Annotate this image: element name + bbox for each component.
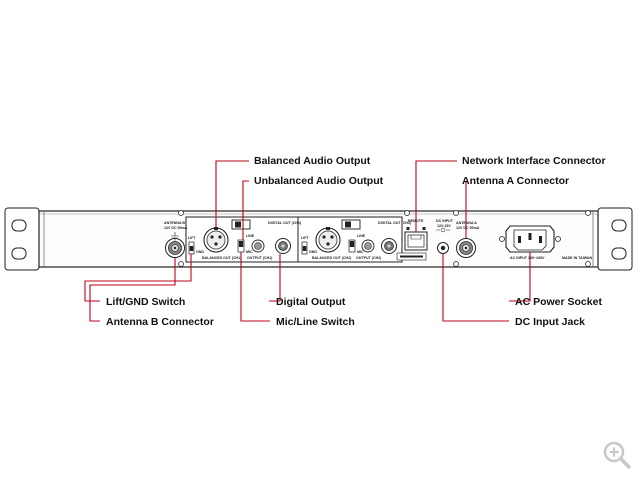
label-antenna-b: ANTENNA B [164, 221, 186, 225]
leader-dc-input [442, 254, 509, 322]
callout-mic-line-switch: Mic/Line Switch [276, 316, 355, 328]
label-dc-input: DC INPUT [436, 219, 453, 223]
label-mic-ch1: MIC [246, 250, 253, 254]
leader-digital-output [269, 254, 281, 302]
callout-antenna-a-connector: Antenna A Connector [462, 175, 570, 187]
chassis-screw [178, 210, 591, 267]
label-gnd-ch1: GND [196, 250, 204, 254]
xlr-latch-ch1[interactable] [231, 219, 251, 230]
balanced-xlr-output-ch1[interactable] [203, 227, 229, 253]
label-ac-input: AC INPUT 100~240V [510, 256, 545, 260]
leader-lines [84, 160, 531, 322]
label-output-ch2: OUTPUT (CH2) [356, 256, 382, 260]
mic-line-switch-ch2[interactable] [348, 239, 356, 253]
label-dc-input-spec: 12V-15V [437, 224, 451, 228]
lift-gnd-switch-ch1[interactable] [188, 241, 195, 255]
label-antenna-a-spec: 12V DC 50mA [456, 226, 480, 230]
label-digital-out-ch1: DIGITAL OUT (CH1) [268, 221, 302, 225]
label-line-ch2: LINE [357, 234, 366, 238]
xlr-latch-ch2[interactable] [341, 219, 361, 230]
label-output-ch1: OUTPUT (CH1) [247, 256, 273, 260]
label-balanced-out-ch2: BALANCED OUT (CH2) [312, 256, 352, 260]
magnifier-plus-icon[interactable] [602, 440, 632, 470]
leader-mic-line [240, 252, 270, 322]
label-antenna-a: ANTENNA A [456, 221, 477, 225]
leader-balanced-audio-output [215, 160, 249, 228]
left-rack-ear [4, 207, 40, 271]
callout-network-interface-connector: Network Interface Connector [462, 155, 606, 167]
dc-polarity-icon [436, 227, 450, 233]
warning-label [396, 252, 427, 261]
ground-symbol-icon [171, 232, 179, 241]
label-made-in: MADE IN TAIWAN [562, 256, 593, 260]
label-line-ch1: LINE [246, 234, 255, 238]
label-remote: REMOTE [408, 219, 424, 223]
digital-output-ch1[interactable] [275, 238, 291, 254]
leader-antenna-b [89, 258, 176, 322]
label-mic-ch2: MIC [357, 250, 364, 254]
digital-output-ch2[interactable] [381, 238, 397, 254]
callout-balanced-audio-output: Balanced Audio Output [254, 155, 371, 167]
dc-input-jack[interactable] [437, 242, 449, 254]
antenna-a-connector[interactable] [456, 238, 476, 258]
callout-antenna-b-connector: Antenna B Connector [106, 316, 214, 328]
callout-lift-gnd-switch: Lift/GND Switch [106, 296, 186, 308]
leader-network-interface [415, 160, 457, 232]
leader-ac-power [509, 252, 531, 302]
antenna-b-connector[interactable] [165, 238, 185, 258]
leader-unbalanced-audio-output [242, 180, 249, 240]
ac-power-socket[interactable] [499, 225, 561, 253]
label-digital-out-ch2: DIGITAL OUT (CH2) [378, 221, 412, 225]
label-gnd-ch2: GND [309, 250, 317, 254]
right-rack-ear [597, 207, 633, 271]
mic-line-switch-ch1[interactable] [237, 239, 245, 253]
label-antenna-b-spec: 12V DC 50mA [164, 226, 188, 230]
callout-dc-input-jack: DC Input Jack [515, 316, 586, 328]
callout-unbalanced-audio-output: Unbalanced Audio Output [254, 175, 384, 187]
network-interface-connector[interactable] [404, 227, 428, 251]
label-lift-ch2: LIFT [301, 236, 309, 240]
label-lift-ch1: LIFT [188, 236, 196, 240]
unbalanced-output-jack-ch1[interactable] [251, 239, 265, 253]
lift-gnd-switch-ch2[interactable] [301, 241, 308, 255]
balanced-xlr-output-ch2[interactable] [315, 227, 341, 253]
callout-ac-power-socket: AC Power Socket [515, 296, 602, 308]
unbalanced-output-jack-ch2[interactable] [361, 239, 375, 253]
label-balanced-out-ch1: BALANCED OUT (CH1) [202, 256, 242, 260]
callout-digital-output: Digital Output [276, 296, 346, 308]
